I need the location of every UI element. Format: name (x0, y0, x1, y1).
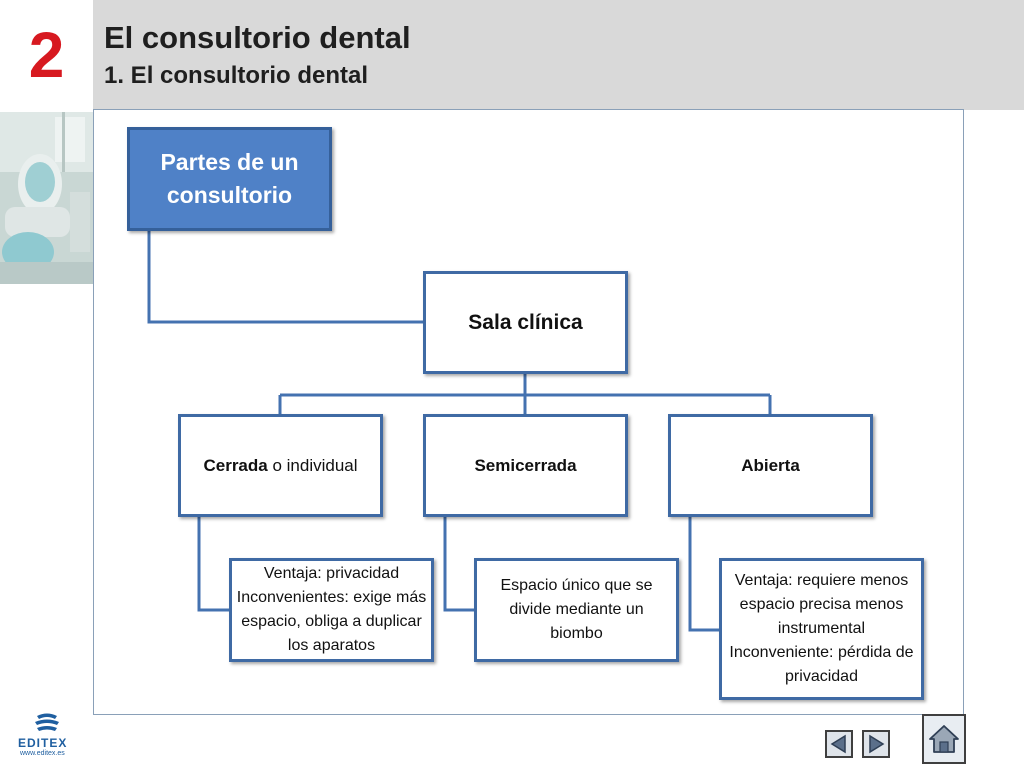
triangle-right-icon (869, 734, 885, 754)
node-cerrada-rest: o individual (267, 455, 358, 475)
abierta-description-line: Inconveniente: pérdida de privacidad (729, 644, 914, 685)
triangle-left-icon (830, 734, 846, 754)
node-cerrada-bold: Cerrada (203, 455, 268, 475)
page-title: El consultorio dental (104, 20, 411, 55)
node-abierta-label: Abierta (741, 455, 800, 475)
editex-logo: EDITEX www.editex.es (14, 712, 78, 762)
node-cerrada: Cerrada o individual (178, 414, 383, 517)
node-root: Partes de un consultorio (127, 127, 332, 231)
page-subtitle: 1. El consultorio dental (104, 62, 369, 89)
node-cerrada-description: Ventaja: privacidad Inconvenientes: exig… (229, 558, 434, 662)
dental-office-photo (0, 112, 93, 284)
editex-logo-text: EDITEX (18, 736, 68, 750)
node-semicerrada: Semicerrada (423, 414, 628, 517)
node-sala-clinica-label: Sala clínica (468, 310, 583, 334)
chapter-badge: 2 (0, 0, 93, 110)
node-abierta-description: Ventaja: requiere menos espacio precisa … (719, 558, 924, 700)
header-bar (93, 0, 1024, 110)
cerrada-description-line: Ventaja: privacidad (263, 565, 400, 582)
node-root-label: Partes de un consultorio (160, 148, 299, 208)
chapter-number: 2 (28, 19, 65, 91)
node-cerrada-label: Cerrada o individual (203, 456, 357, 476)
node-semicerrada-label: Semicerrada (474, 455, 577, 475)
editex-logo-mark-icon (35, 713, 59, 731)
node-abierta: Abierta (668, 414, 873, 517)
editex-logo-url: www.editex.es (20, 750, 65, 757)
node-sala-clinica: Sala clínica (423, 271, 628, 374)
semicerrada-description-line: Espacio único que se divide mediante un … (500, 577, 653, 642)
abierta-description-line: Ventaja: requiere menos espacio precisa … (734, 572, 909, 637)
next-slide-button[interactable] (862, 730, 890, 758)
previous-slide-button[interactable] (825, 730, 853, 758)
cerrada-description-line: Inconvenientes: exige más espacio, oblig… (236, 589, 427, 654)
node-semicerrada-description: Espacio único que se divide mediante un … (474, 558, 679, 662)
home-button[interactable] (922, 714, 966, 764)
home-icon (929, 725, 959, 753)
